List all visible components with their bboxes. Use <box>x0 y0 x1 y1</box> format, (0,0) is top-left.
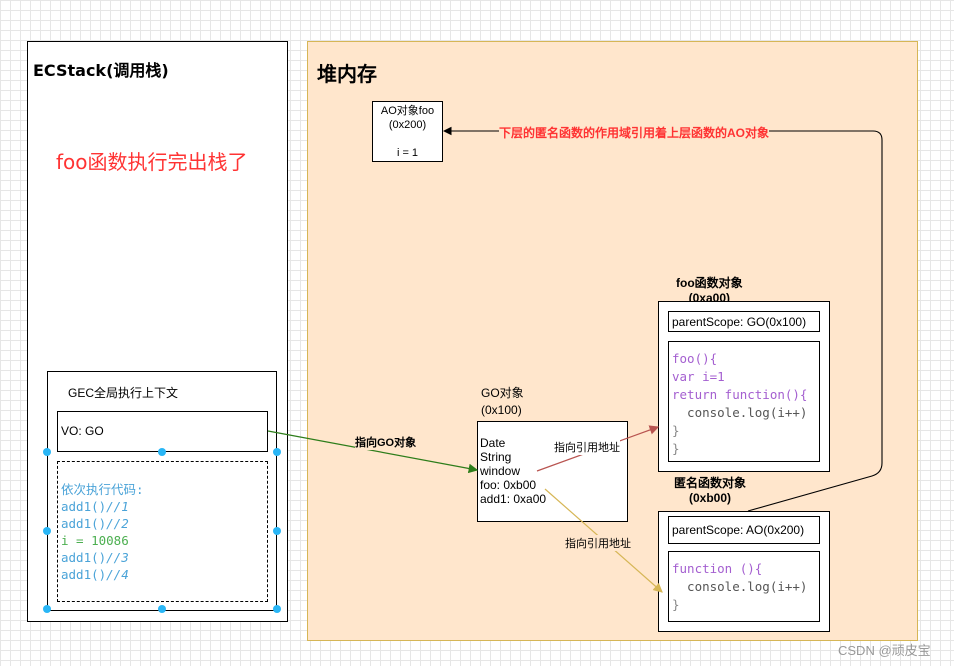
scope-ref-label: 下层的匿名函数的作用域引用着上层函数的AO对象 <box>499 124 770 141</box>
exec-code-header: 依次执行代码: <box>61 482 144 497</box>
ecstack-title: ECStack(调用栈) <box>33 61 169 80</box>
resize-handle[interactable] <box>43 448 51 456</box>
ecstack-note: foo函数执行完出栈了 <box>56 150 248 174</box>
watermark: CSDN @顽皮宝 <box>838 643 931 658</box>
resize-handle[interactable] <box>273 605 281 613</box>
vo-label: VO: GO <box>61 424 104 438</box>
add1-ref-label: 指向引用地址 <box>565 535 631 551</box>
code-line: i = 10086 <box>61 533 129 548</box>
resize-handle[interactable] <box>158 448 166 456</box>
resize-handle[interactable] <box>273 448 281 456</box>
gec-title: GEC全局执行上下文 <box>68 386 179 400</box>
anon-code-box[interactable]: function (){ console.log(i++) } <box>668 551 820 622</box>
resize-handle[interactable] <box>273 527 281 535</box>
go-object-title: GO对象 (0x100) <box>481 386 524 417</box>
code-line: add1()//3 <box>61 550 129 565</box>
ao-object-title: AO对象foo <box>380 105 435 117</box>
foo-ref-label: 指向引用地址 <box>554 439 620 455</box>
code-line: add1()//2 <box>61 516 129 531</box>
code-line: add1()//1 <box>61 499 129 514</box>
code-line: add1()//4 <box>61 567 129 582</box>
scope-ref-arrow[interactable] <box>442 126 883 512</box>
heap-title: 堆内存 <box>317 62 377 86</box>
resize-handle[interactable] <box>158 605 166 613</box>
resize-handle[interactable] <box>43 605 51 613</box>
ao-object-var: i = 1 <box>396 147 419 159</box>
anon-parent-scope[interactable]: parentScope: AO(0x200) <box>668 516 820 544</box>
resize-handle[interactable] <box>43 527 51 535</box>
foo-code-box[interactable]: foo(){ var i=1 return function(){ consol… <box>668 341 820 462</box>
go-object-props: Date String window foo: 0xb00 add1: 0xa0… <box>480 436 547 506</box>
ao-object-address: (0x200) <box>388 119 427 131</box>
ao-object-box[interactable]: AO对象foo (0x200) i = 1 <box>372 101 443 162</box>
foo-code: foo(){ var i=1 return function(){ consol… <box>672 351 808 456</box>
foo-parent-scope[interactable]: parentScope: GO(0x100) <box>668 311 820 332</box>
go-pointer-label: 指向GO对象 <box>355 434 417 450</box>
anon-code: function (){ console.log(i++) } <box>672 561 808 612</box>
go-pointer-arrow[interactable] <box>267 430 479 474</box>
go-object-box[interactable]: Date String window foo: 0xb00 add1: 0xa0… <box>477 421 628 522</box>
exec-code-box[interactable]: 依次执行代码: add1()//1 add1()//2 i = 10086 ad… <box>57 461 268 602</box>
anon-object-title: 匿名函数对象 (0xb00) <box>674 476 747 505</box>
exec-code: 依次执行代码: add1()//1 add1()//2 i = 10086 ad… <box>61 481 144 583</box>
